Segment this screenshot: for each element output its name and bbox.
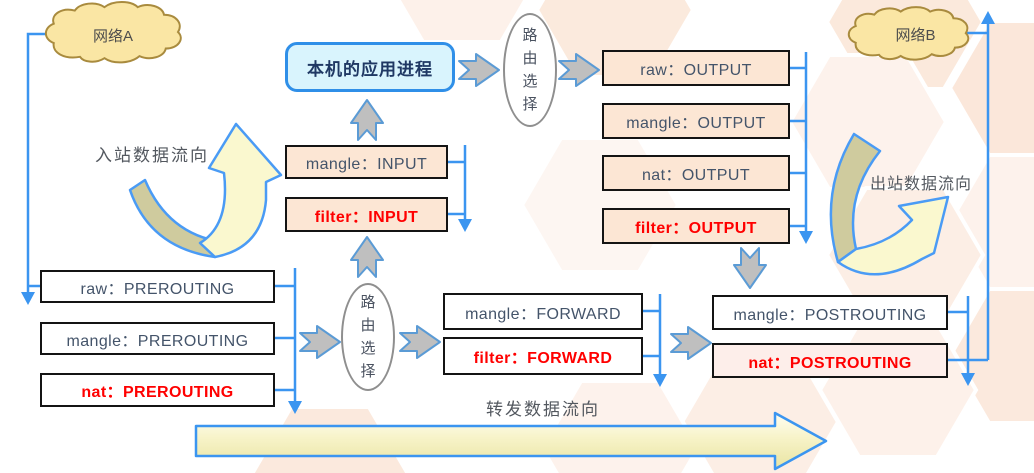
arrowhead-down-icon xyxy=(799,231,813,244)
chain-box-mangle-input: mangle：INPUT xyxy=(285,145,448,179)
inbound-flow-label: 入站数据流向 xyxy=(95,146,209,165)
chain-box-raw-prerouting: raw：PREROUTING xyxy=(40,270,275,303)
routing-decision-bottom: 路由选择 xyxy=(341,283,395,391)
network-b-label: 网络B xyxy=(895,27,936,44)
routing-decision-top: 路由选择 xyxy=(503,13,557,127)
arrow-process-to-routing-icon xyxy=(458,53,500,87)
network-a-cloud xyxy=(46,2,181,62)
chain-box-filter-forward: filter：FORWARD xyxy=(443,337,643,375)
chain-box-filter-input: filter：INPUT xyxy=(285,197,448,232)
chain-box-mangle-prerouting: mangle：PREROUTING xyxy=(40,322,275,355)
outbound-curved-arrow-icon xyxy=(829,132,950,276)
arrow-prerouting-to-routing-icon xyxy=(299,325,341,359)
flow-connector-lines xyxy=(21,11,995,414)
routing-decision-bottom-label: 路由选择 xyxy=(360,293,376,381)
arrow-routing-to-forward-icon xyxy=(399,325,441,359)
outbound-flow-label: 出站数据流向 xyxy=(870,176,973,193)
arrowhead-down-icon xyxy=(961,373,975,386)
chain-box-filter-output: filter：OUTPUT xyxy=(602,208,790,244)
chain-box-nat-output: nat：OUTPUT xyxy=(602,155,790,191)
routing-decision-top-label: 路由选择 xyxy=(522,26,538,114)
inbound-curved-arrow-icon xyxy=(128,122,283,259)
chain-box-mangle-postrouting: mangle：POSTROUTING xyxy=(712,295,948,330)
network-a-label: 网络A xyxy=(92,28,133,45)
network-b-cloud xyxy=(849,7,968,60)
arrowhead-down-icon xyxy=(21,292,35,305)
chain-box-raw-output: raw：OUTPUT xyxy=(602,50,790,86)
chain-box-nat-postrouting: nat：POSTROUTING xyxy=(712,343,948,378)
arrow-routing-to-input-icon xyxy=(350,236,384,278)
arrowhead-up-icon xyxy=(981,11,995,24)
forward-flow-label: 转发数据流向 xyxy=(486,400,600,419)
chain-box-mangle-output: mangle：OUTPUT xyxy=(602,103,790,139)
arrowhead-down-icon xyxy=(288,401,302,414)
arrow-routing-to-output-icon xyxy=(558,53,600,87)
chain-box-nat-prerouting: nat：PREROUTING xyxy=(40,373,275,407)
forward-flow-big-arrow-icon xyxy=(194,411,828,471)
arrow-output-to-postrouting-icon xyxy=(733,247,767,289)
arrowhead-down-icon xyxy=(653,374,667,387)
chain-box-mangle-forward: mangle：FORWARD xyxy=(443,293,643,330)
arrowhead-down-icon xyxy=(458,219,472,232)
arrow-input-to-process-icon xyxy=(350,99,384,141)
local-process-box: 本机的应用进程 xyxy=(285,42,455,92)
arrow-forward-to-postrouting-icon xyxy=(670,326,712,360)
